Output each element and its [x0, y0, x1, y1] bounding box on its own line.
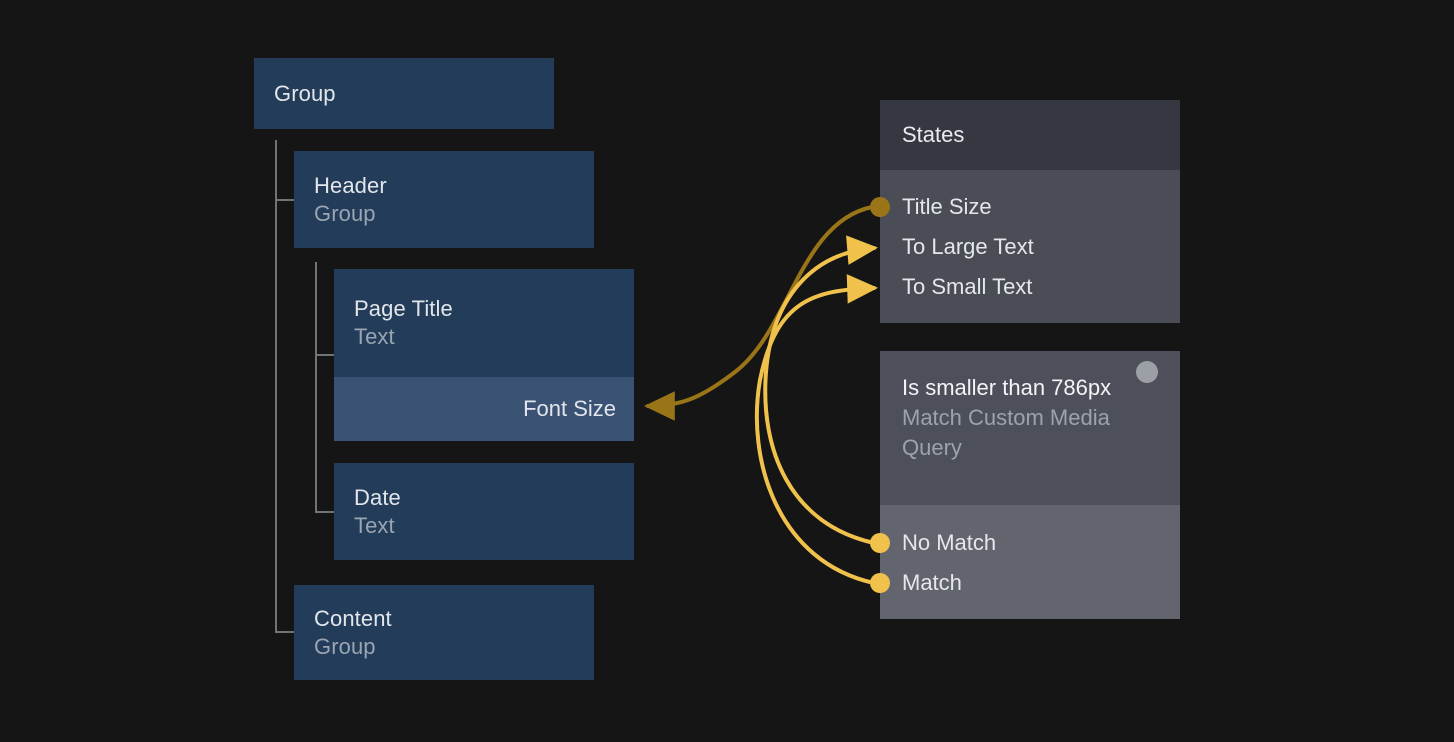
- tree-node-header[interactable]: Header Group: [294, 151, 594, 248]
- tree-node-content-subtitle: Group: [314, 633, 376, 659]
- media-query-row-match[interactable]: Match: [902, 570, 962, 595]
- media-query-panel[interactable]: Is smaller than 786px Match Custom Media…: [880, 351, 1180, 619]
- tree-node-date[interactable]: Date Text: [334, 463, 634, 560]
- states-panel-rows: Title Size To Large Text To Small Text: [880, 100, 1180, 323]
- states-row-to-small-text[interactable]: To Small Text: [902, 274, 1033, 299]
- states-row-to-large-text[interactable]: To Large Text: [902, 234, 1034, 259]
- tree-node-content-title: Content: [314, 605, 392, 631]
- tree-guide-branch-header: [275, 199, 295, 201]
- tree-node-header-title: Header: [314, 172, 387, 198]
- port-dot-no-match[interactable]: [870, 533, 890, 553]
- states-panel[interactable]: States Title Size To Large Text To Small…: [880, 100, 1180, 323]
- wire-match-to-small-text: [754, 274, 878, 585]
- port-dot-title-size[interactable]: [870, 197, 890, 217]
- media-query-panel-rows: No Match Match: [880, 351, 1180, 619]
- tree-guide-branch-page-title: [315, 354, 335, 356]
- tree-node-content[interactable]: Content Group: [294, 585, 594, 680]
- states-panel-header: States: [880, 100, 1180, 170]
- tree-guide-branch-date: [315, 511, 335, 513]
- tree-node-header-subtitle: Group: [314, 200, 376, 226]
- property-row-font-size[interactable]: Font Size: [334, 377, 634, 441]
- states-row-title-size[interactable]: Title Size: [902, 194, 992, 219]
- inactive-circle-icon[interactable]: [1136, 361, 1158, 383]
- tree-node-date-subtitle: Text: [354, 512, 395, 538]
- tree-node-page-title-title: Page Title: [354, 296, 453, 321]
- tree-node-group[interactable]: Group: [254, 58, 554, 129]
- tree-node-date-title: Date: [354, 484, 401, 510]
- wire-title-size-to-font-size: [643, 205, 874, 421]
- tree-node-page-title[interactable]: Page Title Text: [334, 269, 634, 377]
- wire-no-match-to-large-text: [763, 235, 878, 545]
- states-panel-title: States: [902, 122, 965, 147]
- port-dot-match[interactable]: [870, 573, 890, 593]
- tree-node-group-title: Group: [274, 80, 336, 106]
- media-query-panel-subtitle: Match Custom Media Query: [902, 405, 1110, 460]
- media-query-panel-header: Is smaller than 786px Match Custom Media…: [880, 351, 1180, 505]
- media-query-panel-title: Is smaller than 786px: [902, 375, 1112, 400]
- tree-guide-branch-content: [275, 631, 295, 633]
- tree-guide-subtrunk: [315, 262, 317, 513]
- tree-node-page-title-subtitle: Text: [354, 324, 395, 349]
- media-query-row-no-match[interactable]: No Match: [902, 530, 997, 555]
- property-row-font-size-label: Font Size: [523, 396, 616, 421]
- tree-guide-trunk: [275, 140, 277, 633]
